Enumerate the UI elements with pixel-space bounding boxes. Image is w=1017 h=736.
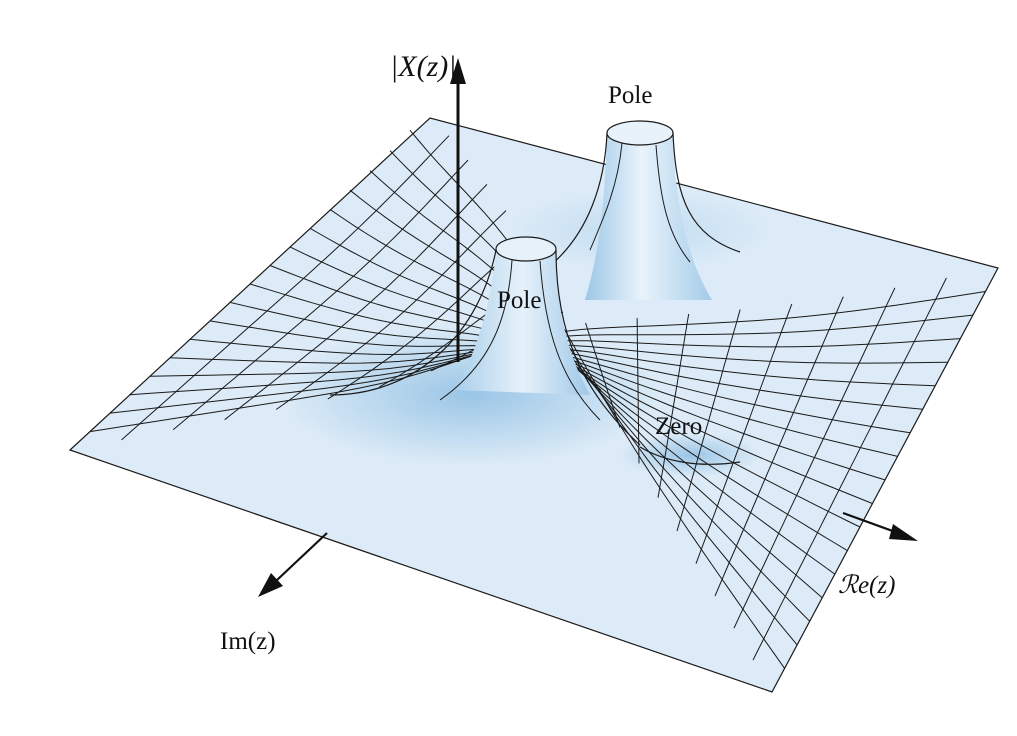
pole-upper-right-edge xyxy=(672,132,741,253)
pole-peak-lower xyxy=(329,236,641,446)
real-axis-label: ℛe(z) xyxy=(838,572,895,599)
pole-upper-left-edge xyxy=(544,132,608,271)
grid-line-col xyxy=(714,296,844,597)
real-axis xyxy=(842,511,918,541)
magnitude-axis xyxy=(450,58,466,362)
real-axis-line xyxy=(842,511,899,535)
grid-line-col xyxy=(733,287,896,629)
zero-dip xyxy=(639,446,741,465)
pole-lower-body xyxy=(455,250,590,395)
grid-line-col xyxy=(752,277,947,661)
pole-upper-rib-2 xyxy=(655,144,691,263)
pole-lower-rib-2 xyxy=(539,260,601,421)
pole-peak-upper xyxy=(544,120,741,300)
zero-label: Zero xyxy=(655,413,702,440)
surface-shade-right xyxy=(620,433,760,477)
pole-lower-label: Pole xyxy=(497,287,541,314)
grid-line-row xyxy=(409,129,786,669)
imag-axis-arrowhead xyxy=(258,573,283,597)
pole-lower-right-edge xyxy=(555,249,641,446)
pole-upper-label: Pole xyxy=(608,82,652,109)
pole-lower-cap xyxy=(495,236,557,262)
real-axis-arrowhead xyxy=(889,524,918,541)
imag-axis-line xyxy=(276,532,328,581)
pole-upper-rib-1 xyxy=(589,142,623,251)
pole-upper-cap xyxy=(606,120,674,146)
pole-lower-left-edge xyxy=(329,249,497,396)
imag-axis xyxy=(258,532,328,597)
magnitude-axis-arrowhead xyxy=(450,58,466,84)
pole-lower-rib-1 xyxy=(439,259,513,401)
imag-axis-label: Im(z) xyxy=(220,628,276,655)
magnitude-axis-label: |X(z)| xyxy=(390,50,456,83)
